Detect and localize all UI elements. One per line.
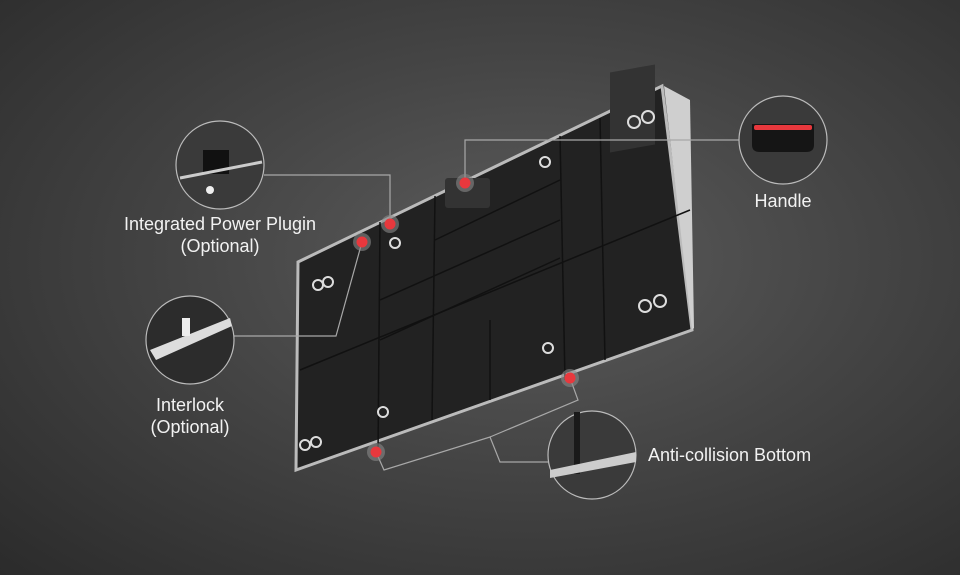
leader-line-power	[264, 174, 391, 220]
interlock-detail-circle	[145, 295, 235, 385]
anti-collision-detail-circle	[547, 410, 637, 500]
interlock-title: Interlock	[155, 395, 225, 415]
led-cabinet-panel	[294, 64, 694, 473]
power-plugin-label: Integrated Power Plugin (Optional)	[100, 213, 340, 257]
anti-collision-title: Anti-collision Bottom	[648, 445, 812, 465]
marker-handle	[456, 174, 474, 192]
handle-label: Handle	[723, 190, 843, 212]
marker-interlock	[353, 233, 371, 251]
marker-anti-collision-right	[561, 369, 579, 387]
interlock-label: Interlock (Optional)	[130, 394, 250, 438]
markers	[353, 174, 579, 461]
interlock-note: (Optional)	[150, 417, 230, 437]
power-plugin-detail-circle	[175, 120, 265, 210]
handle-detail-circle	[738, 95, 828, 185]
marker-power-plugin	[381, 215, 399, 233]
anti-collision-label: Anti-collision Bottom	[648, 444, 811, 466]
leader-line-interlock	[234, 241, 363, 337]
power-plugin-title: Integrated Power Plugin	[123, 214, 317, 234]
handle-title: Handle	[754, 191, 812, 211]
leader-line-anti-collision	[375, 436, 548, 471]
marker-anti-collision-left	[367, 443, 385, 461]
power-plugin-note: (Optional)	[180, 236, 260, 256]
leader-line-handle	[464, 139, 739, 183]
